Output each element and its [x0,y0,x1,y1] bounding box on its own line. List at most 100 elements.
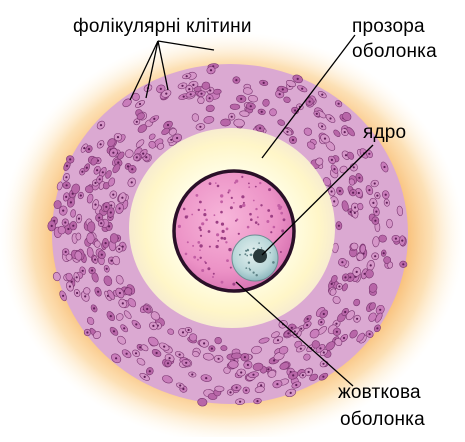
yolk-granule [226,228,229,231]
yolk-granule [216,233,219,236]
label-follicular-cells: фолікулярні клітини [73,16,252,38]
yolk-granule [199,244,202,247]
follicular-cell-nucleus [100,143,102,145]
label-nucleus: ядро [363,122,406,144]
follicular-cell-nucleus [153,118,155,120]
yolk-granule [232,283,235,286]
yolk-granule [228,189,231,192]
follicular-cell-nucleus [292,374,294,376]
follicular-cell-nucleus [142,153,144,155]
follicular-cell-nucleus [192,84,194,86]
follicular-cell-nucleus [244,356,246,358]
yolk-granule [250,218,253,221]
follicular-cell-nucleus [322,363,324,365]
follicular-cell-nucleus [110,204,112,206]
follicular-cell-nucleus [333,168,335,170]
yolk-granule [212,276,214,278]
follicular-cell [386,219,393,228]
follicular-cell [87,233,95,244]
follicular-cell-nucleus [179,384,181,386]
chromatin-granule [244,253,246,255]
follicular-cell-nucleus [286,131,288,133]
follicular-cell-nucleus [331,283,333,285]
follicular-cell-nucleus [356,271,358,273]
follicular-cell-nucleus [235,79,237,81]
follicular-cell-nucleus [205,377,207,379]
follicular-cell-nucleus [112,194,114,196]
follicular-cell-nucleus [308,371,310,373]
follicular-cell-nucleus [309,101,311,103]
yolk-granule [270,215,273,218]
follicular-cell-nucleus [354,206,356,208]
follicular-cell-nucleus [160,88,162,90]
yolk-granule [178,225,181,228]
follicular-cell-nucleus [321,125,323,127]
yolk-granule [241,195,244,198]
label-zona-pellucida-line1: прозора [352,16,425,38]
follicular-cell-nucleus [376,195,378,197]
follicular-cell-nucleus [335,323,337,325]
follicular-cell-nucleus [356,318,358,320]
yolk-granule [205,219,208,222]
follicular-cell-nucleus [291,327,293,329]
follicular-cell [220,119,230,127]
yolk-granule [197,259,199,261]
follicular-cell [214,337,221,344]
yolk-granule [183,208,186,211]
follicular-cell-nucleus [94,204,96,206]
follicular-cell-nucleus [115,357,117,359]
chromatin-granule [249,269,251,271]
follicular-cell-nucleus [102,171,104,173]
follicular-cell-nucleus [105,242,107,244]
follicular-cell [228,361,238,369]
follicular-cell-nucleus [290,392,292,394]
follicular-cell-nucleus [345,154,347,156]
follicular-cell-nucleus [300,328,302,330]
follicular-cell-nucleus [190,93,192,95]
follicular-cell-nucleus [376,327,378,329]
follicular-cell-nucleus [62,295,64,297]
follicular-cell-nucleus [358,177,360,179]
yolk-granule [201,269,204,272]
follicular-cell-nucleus [331,190,333,192]
yolk-granule [185,215,188,218]
follicular-cell-nucleus [236,387,238,389]
follicular-cell-nucleus [276,383,278,385]
follicular-cell-nucleus [287,332,289,334]
follicular-cell [379,235,387,242]
follicular-cell-nucleus [338,103,340,105]
follicular-cell-nucleus [118,248,120,250]
chromatin-granule [248,262,250,264]
follicular-cell-nucleus [165,93,167,95]
follicular-cell-nucleus [135,323,137,325]
follicular-cell-nucleus [98,217,100,219]
follicular-cell-nucleus [210,69,212,71]
follicular-cell-nucleus [183,96,185,98]
follicular-cell-nucleus [176,137,178,139]
follicular-cell-nucleus [321,94,323,96]
yolk-granule [209,246,211,248]
follicular-cell-nucleus [240,98,242,100]
follicular-cell-nucleus [185,362,187,364]
follicular-cell-nucleus [336,331,338,333]
yolk-granule [198,209,200,211]
yolk-granule [241,176,243,178]
follicular-cell-nucleus [209,97,211,99]
follicular-cell-nucleus [181,85,183,87]
follicular-cell-nucleus [239,401,241,403]
follicular-cell-nucleus [136,121,138,123]
follicular-cell-nucleus [385,194,387,196]
follicular-cell-nucleus [395,238,397,240]
follicular-cell [94,241,101,248]
follicular-cell-nucleus [105,206,107,208]
follicular-cell-nucleus [353,166,355,168]
follicular-cell [230,104,240,110]
follicular-cell-nucleus [122,302,124,304]
yolk-granule [242,204,245,207]
follicular-cell-nucleus [146,308,148,310]
yolk-granule [227,192,229,194]
follicular-cell-nucleus [368,189,370,191]
yolk-granule [217,185,220,188]
yolk-granule [216,245,219,248]
yolk-granule [247,226,250,229]
